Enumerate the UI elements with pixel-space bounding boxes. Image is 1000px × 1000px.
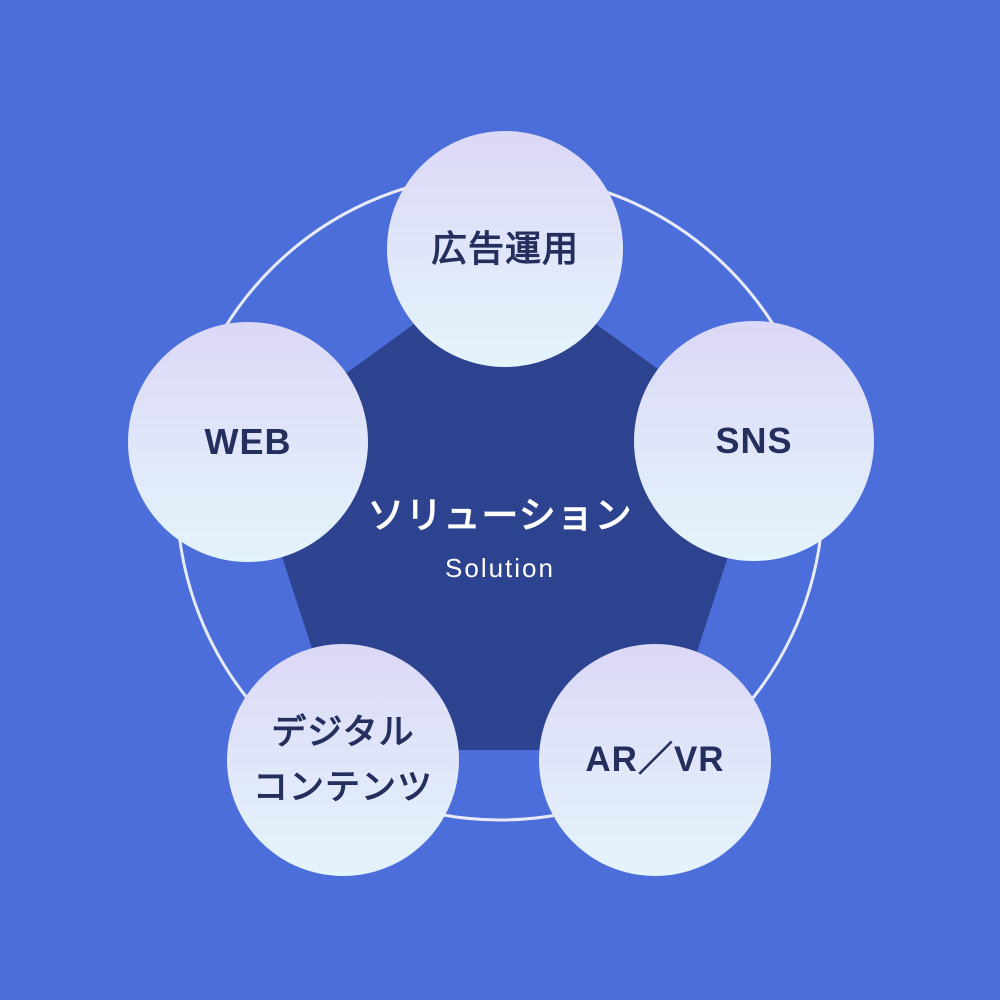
node-web: WEB [128, 322, 368, 562]
center-subtitle: Solution [445, 553, 555, 583]
node-ad-operations: 広告運用 [387, 131, 623, 367]
node-sns-label: SNS [715, 414, 792, 468]
node-digital-contents-text-line2: コンテンツ [252, 768, 433, 807]
node-digital-contents-label: デジタル コンテンツ [253, 705, 433, 816]
node-web-text: WEB [204, 421, 292, 462]
node-ad-operations-label: 広告運用 [431, 222, 579, 276]
center-pentagon [246, 258, 764, 750]
center-title: ソリューション [367, 495, 633, 536]
node-digital-contents: デジタル コンテンツ [227, 644, 459, 876]
node-ar-vr-label: AR／VR [585, 734, 724, 787]
node-ar-vr: AR／VR [539, 644, 771, 876]
node-sns: SNS [634, 321, 874, 561]
center-text-block: ソリューション Solution [0, 492, 1000, 584]
node-ad-operations-text: 広告運用 [430, 228, 579, 269]
node-ar-vr-text: AR／VR [585, 739, 725, 779]
node-web-label: WEB [205, 415, 292, 469]
node-digital-contents-text-line1: デジタル [271, 712, 415, 752]
node-sns-text: SNS [715, 420, 793, 461]
